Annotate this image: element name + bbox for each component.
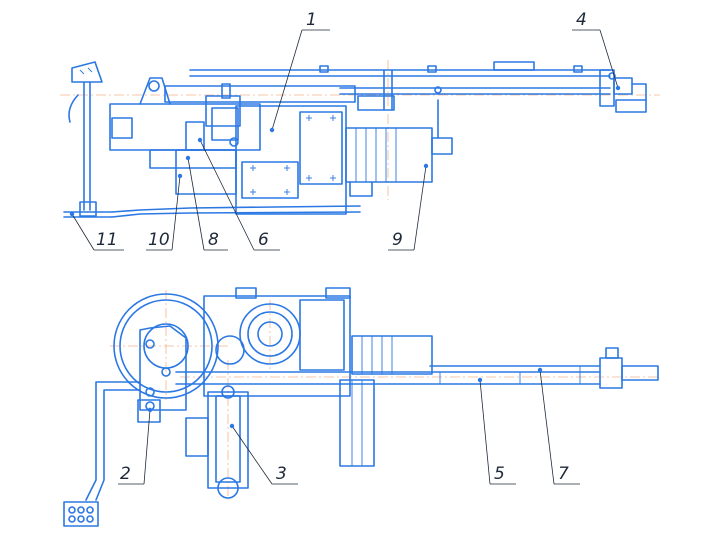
callout-9-label: 9 xyxy=(392,230,403,250)
callout-7-label: 7 xyxy=(558,464,569,484)
plan-motor xyxy=(339,335,433,467)
guide-bar xyxy=(189,61,647,113)
callout-1-label: 1 xyxy=(306,10,317,30)
callout-6: 6 xyxy=(197,137,280,251)
callout-10-label: 10 xyxy=(148,230,170,250)
callout-8-label: 8 xyxy=(208,230,219,250)
callout-5-label: 5 xyxy=(494,464,505,484)
gear-housing xyxy=(203,287,351,397)
plan-view xyxy=(63,287,660,527)
callout-11-label: 11 xyxy=(96,230,118,250)
foot-switch xyxy=(63,381,141,527)
callout-3-label: 3 xyxy=(276,464,287,484)
electric-motor xyxy=(345,99,453,197)
slide-cylinder xyxy=(185,385,249,499)
callout-10: 10 xyxy=(146,173,183,251)
callout-9: 9 xyxy=(388,163,429,251)
callout-11: 11 xyxy=(69,211,124,251)
callout-2-label: 2 xyxy=(120,464,131,484)
callout-2: 2 xyxy=(118,407,153,485)
callouts: 1 4 11 10 8 xyxy=(69,10,621,485)
feed-rod xyxy=(175,347,659,389)
callout-6-label: 6 xyxy=(258,230,269,250)
callout-4-label: 4 xyxy=(576,10,587,30)
side-view xyxy=(60,60,660,218)
bending-disk xyxy=(113,293,219,423)
callout-3: 3 xyxy=(229,423,298,485)
callout-4: 4 xyxy=(572,10,621,91)
foot-pedal xyxy=(63,61,361,218)
callout-8: 8 xyxy=(185,155,228,251)
callout-5: 5 xyxy=(477,377,516,485)
main-housing xyxy=(109,77,356,215)
callout-1: 1 xyxy=(269,10,330,133)
callout-7: 7 xyxy=(537,367,580,485)
